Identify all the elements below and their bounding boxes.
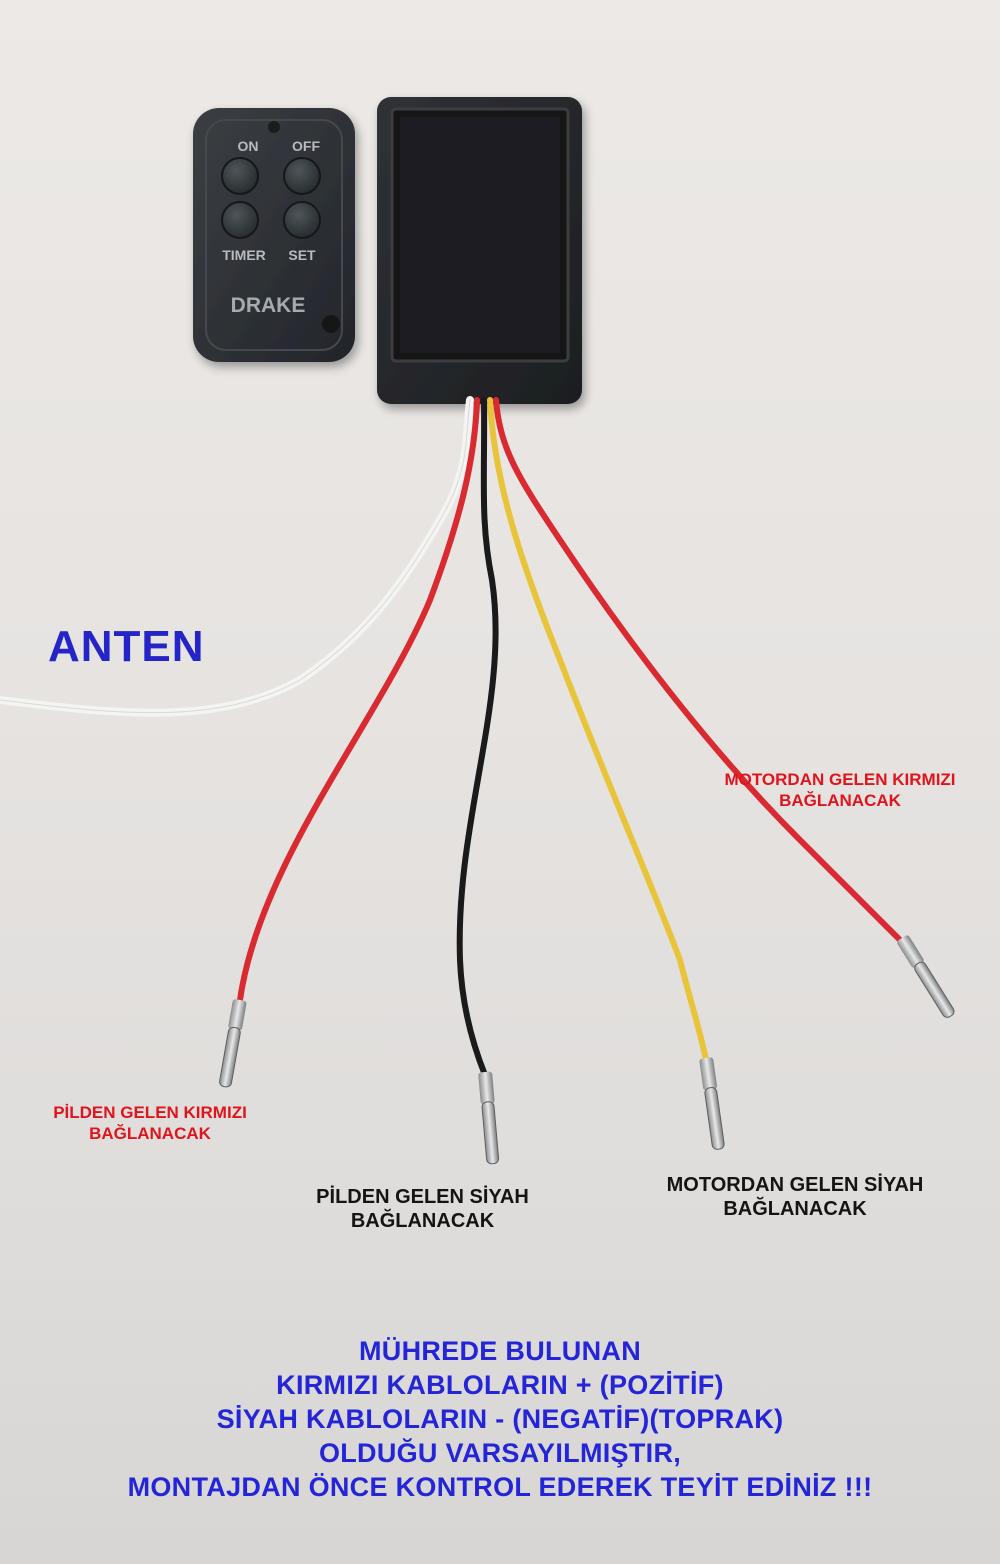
wiring-notice: MÜHREDE BULUNAN KIRMIZI KABLOLARIN + (PO…	[0, 1334, 1000, 1504]
pil-black-label: PİLDEN GELEN SİYAH BAĞLANACAK	[270, 1185, 575, 1234]
motor-black-label: MOTORDAN GELEN SİYAH BAĞLANACAK	[625, 1173, 965, 1222]
notice-line-5: MONTAJDAN ÖNCE KONTROL EDEREK TEYİT EDİN…	[127, 1472, 873, 1503]
antenna-label: ANTEN	[48, 622, 205, 671]
terminals	[219, 935, 955, 1165]
on-text: ON	[238, 138, 259, 154]
motor-black-line-2: BAĞLANACAK	[723, 1198, 867, 1221]
timer-button	[221, 201, 259, 239]
motor-black-line-1: MOTORDAN GELEN SİYAH	[666, 1174, 924, 1196]
motor-red-line-2: BAĞLANACAK	[779, 790, 901, 810]
motor-red-line-1: MOTORDAN GELEN KIRMIZI	[724, 770, 956, 789]
pil-red-line-1: PİLDEN GELEN KIRMIZI	[53, 1103, 247, 1122]
notice-line-2: KIRMIZI KABLOLARIN + (POZİTİF)	[276, 1370, 724, 1401]
remote-control: ON OFF TIMER SET DRAKE	[193, 108, 355, 362]
terminal-black	[478, 1071, 500, 1165]
off-button	[283, 157, 321, 195]
terminal-yellow	[699, 1057, 725, 1150]
receiver-box	[377, 97, 582, 404]
terminal-red-right	[897, 935, 955, 1018]
notice-line-4: OLDUĞU VARSAYILMIŞTIR,	[318, 1438, 682, 1469]
off-text: OFF	[292, 138, 320, 154]
set-text: SET	[288, 247, 316, 263]
red-wire-right	[493, 397, 903, 943]
notice-line-3: SİYAH KABLOLARIN - (NEGATİF)(TOPRAK)	[216, 1404, 784, 1435]
pil-black-line-2: BAĞLANACAK	[350, 1210, 495, 1233]
wires	[0, 396, 903, 1078]
red-wire-left	[237, 397, 480, 1003]
black-wire	[456, 397, 499, 1078]
on-button	[221, 157, 259, 195]
terminal-red-left	[219, 999, 247, 1088]
pil-red-label: PİLDEN GELEN KIRMIZI BAĞLANACAK	[0, 1103, 300, 1144]
notice-line-1: MÜHREDE BULUNAN	[359, 1336, 641, 1366]
set-button	[283, 201, 321, 239]
pil-black-line-1: PİLDEN GELEN SİYAH	[316, 1186, 529, 1208]
pil-red-line-2: BAĞLANACAK	[89, 1123, 211, 1143]
brand-logo: DRAKE	[231, 294, 306, 317]
motor-red-label: MOTORDAN GELEN KIRMIZI BAĞLANACAK	[715, 770, 965, 811]
timer-text: TIMER	[222, 247, 266, 263]
yellow-wire	[487, 397, 709, 1063]
